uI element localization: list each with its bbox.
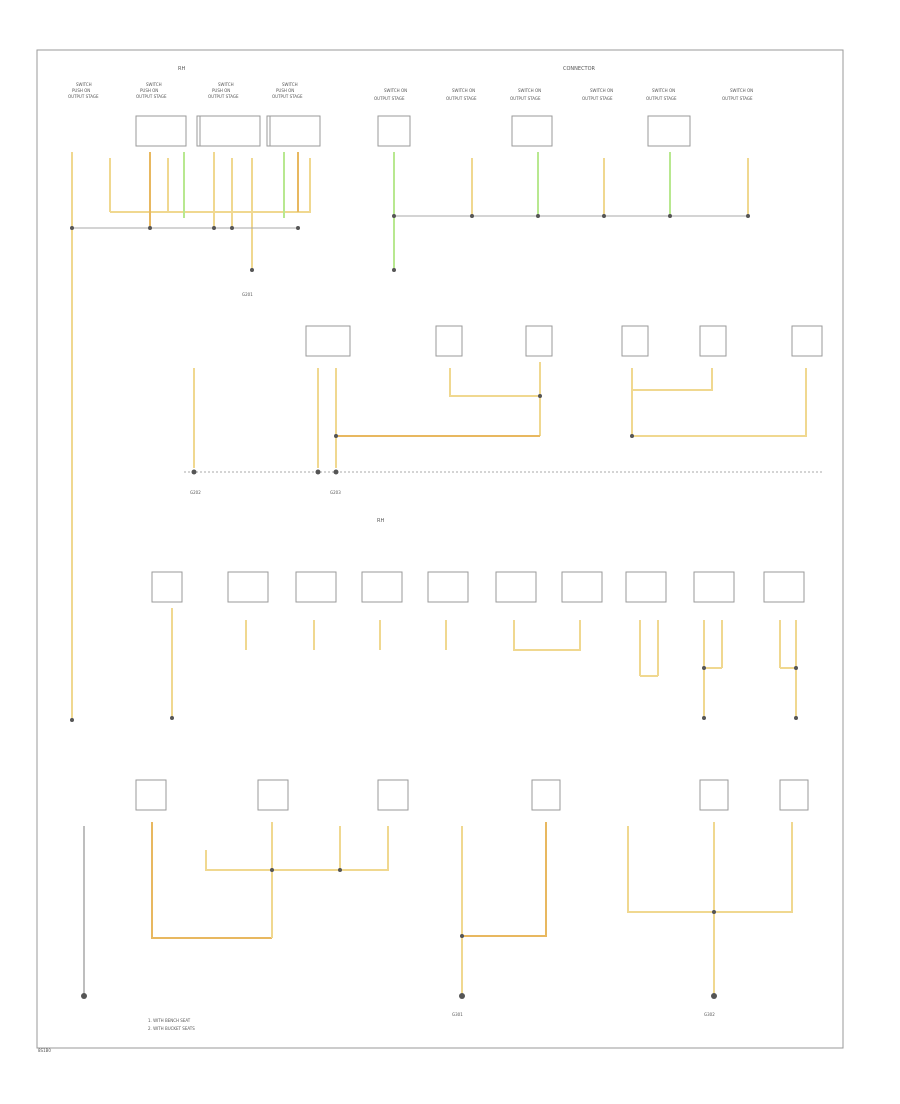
component-label: OUTPUT STAGE [68, 94, 99, 99]
row3-components [151, 571, 805, 603]
connector-bracket [266, 115, 275, 147]
connector-box [377, 115, 411, 147]
component-label: SWITCH [218, 82, 234, 87]
component-label: SWITCH [146, 82, 162, 87]
connector-box [427, 571, 469, 603]
row1-right-components [377, 115, 691, 147]
ground-label: G203 [330, 490, 341, 495]
connector-box [647, 115, 691, 147]
legend: 1. WITH BENCH SEAT 2. WITH BUCKET SEATS [148, 1018, 195, 1031]
component-label: OUTPUT STAGE [646, 96, 677, 101]
row2-components [305, 325, 823, 357]
row2-splices [191, 394, 634, 475]
component-label: SWITCH ON [590, 88, 613, 93]
component-label: OUTPUT STAGE [722, 96, 753, 101]
row1-right-labels: SWITCH ON OUTPUT STAGE SWITCH ON OUTPUT … [374, 88, 753, 101]
ground-label: G202 [190, 490, 201, 495]
row3-wires [171, 608, 797, 718]
connector-box [361, 571, 403, 603]
component-label: SWITCH ON [384, 88, 407, 93]
section-label-top-right: CONNECTOR [563, 66, 596, 72]
connector-box [625, 571, 667, 603]
ground-symbol [459, 993, 465, 999]
component-label: OUTPUT STAGE [510, 96, 541, 101]
ground-label: G301 [452, 1012, 463, 1017]
row4-components [135, 779, 809, 811]
connector-box [377, 779, 409, 811]
component-label: SWITCH ON [452, 88, 475, 93]
component-label: OUTPUT STAGE [272, 94, 303, 99]
row2-wires [184, 362, 824, 473]
component-label: PUSH ON [140, 88, 158, 93]
connector-box [495, 571, 537, 603]
connector-box [525, 325, 553, 357]
row4-grounds [81, 868, 717, 999]
connector-box [199, 115, 261, 147]
connector-box [699, 779, 729, 811]
row1-left-components [135, 115, 321, 147]
row4-wires [83, 822, 793, 994]
row1-right-splices [392, 214, 750, 272]
connector-box [693, 571, 735, 603]
component-label: SWITCH ON [518, 88, 541, 93]
connector-box [779, 779, 809, 811]
connector-box [511, 115, 553, 147]
row3-splices [70, 666, 798, 722]
connector-box [135, 779, 167, 811]
connector-box [257, 779, 289, 811]
ground-symbol [711, 993, 717, 999]
component-label: OUTPUT STAGE [136, 94, 167, 99]
diagram-frame [36, 49, 844, 1049]
connector-box [699, 325, 727, 357]
component-label: OUTPUT STAGE [446, 96, 477, 101]
ground-symbol [81, 993, 87, 999]
component-label: OUTPUT STAGE [374, 96, 405, 101]
connector-box [295, 571, 337, 603]
row1-left-splices [70, 226, 300, 272]
row1-labels: SWITCH PUSH ON OUTPUT STAGE SWITCH PUSH … [68, 82, 303, 99]
component-label: PUSH ON [276, 88, 294, 93]
component-label: SWITCH ON [652, 88, 675, 93]
ground-labels: G201 G202 G203 G301 G302 [190, 292, 715, 1017]
section-label-middle: RH [377, 518, 384, 524]
component-label: PUSH ON [212, 88, 230, 93]
ground-label: G201 [242, 292, 253, 297]
connector-box [531, 779, 561, 811]
connector-box [269, 115, 321, 147]
footer-code: 8S1B0 [38, 1048, 51, 1053]
connector-box [791, 325, 823, 357]
component-label: OUTPUT STAGE [582, 96, 613, 101]
component-label: OUTPUT STAGE [208, 94, 239, 99]
connector-box [435, 325, 463, 357]
legend-item: 2. WITH BUCKET SEATS [148, 1026, 195, 1031]
component-label: PUSH ON [72, 88, 90, 93]
row1-right-wires [393, 152, 749, 270]
connector-box [151, 571, 183, 603]
component-label: SWITCH ON [730, 88, 753, 93]
connector-box [227, 571, 269, 603]
section-label-top-left: RH [178, 66, 185, 72]
connector-bracket [196, 115, 205, 147]
ground-label: G302 [704, 1012, 715, 1017]
row1-left-wires [71, 152, 311, 720]
legend-item: 1. WITH BENCH SEAT [148, 1018, 191, 1023]
connector-box [763, 571, 805, 603]
connector-box [621, 325, 649, 357]
component-label: SWITCH [282, 82, 298, 87]
connector-box [561, 571, 603, 603]
connector-box [305, 325, 351, 357]
component-label: SWITCH [76, 82, 92, 87]
connector-box [135, 115, 187, 147]
